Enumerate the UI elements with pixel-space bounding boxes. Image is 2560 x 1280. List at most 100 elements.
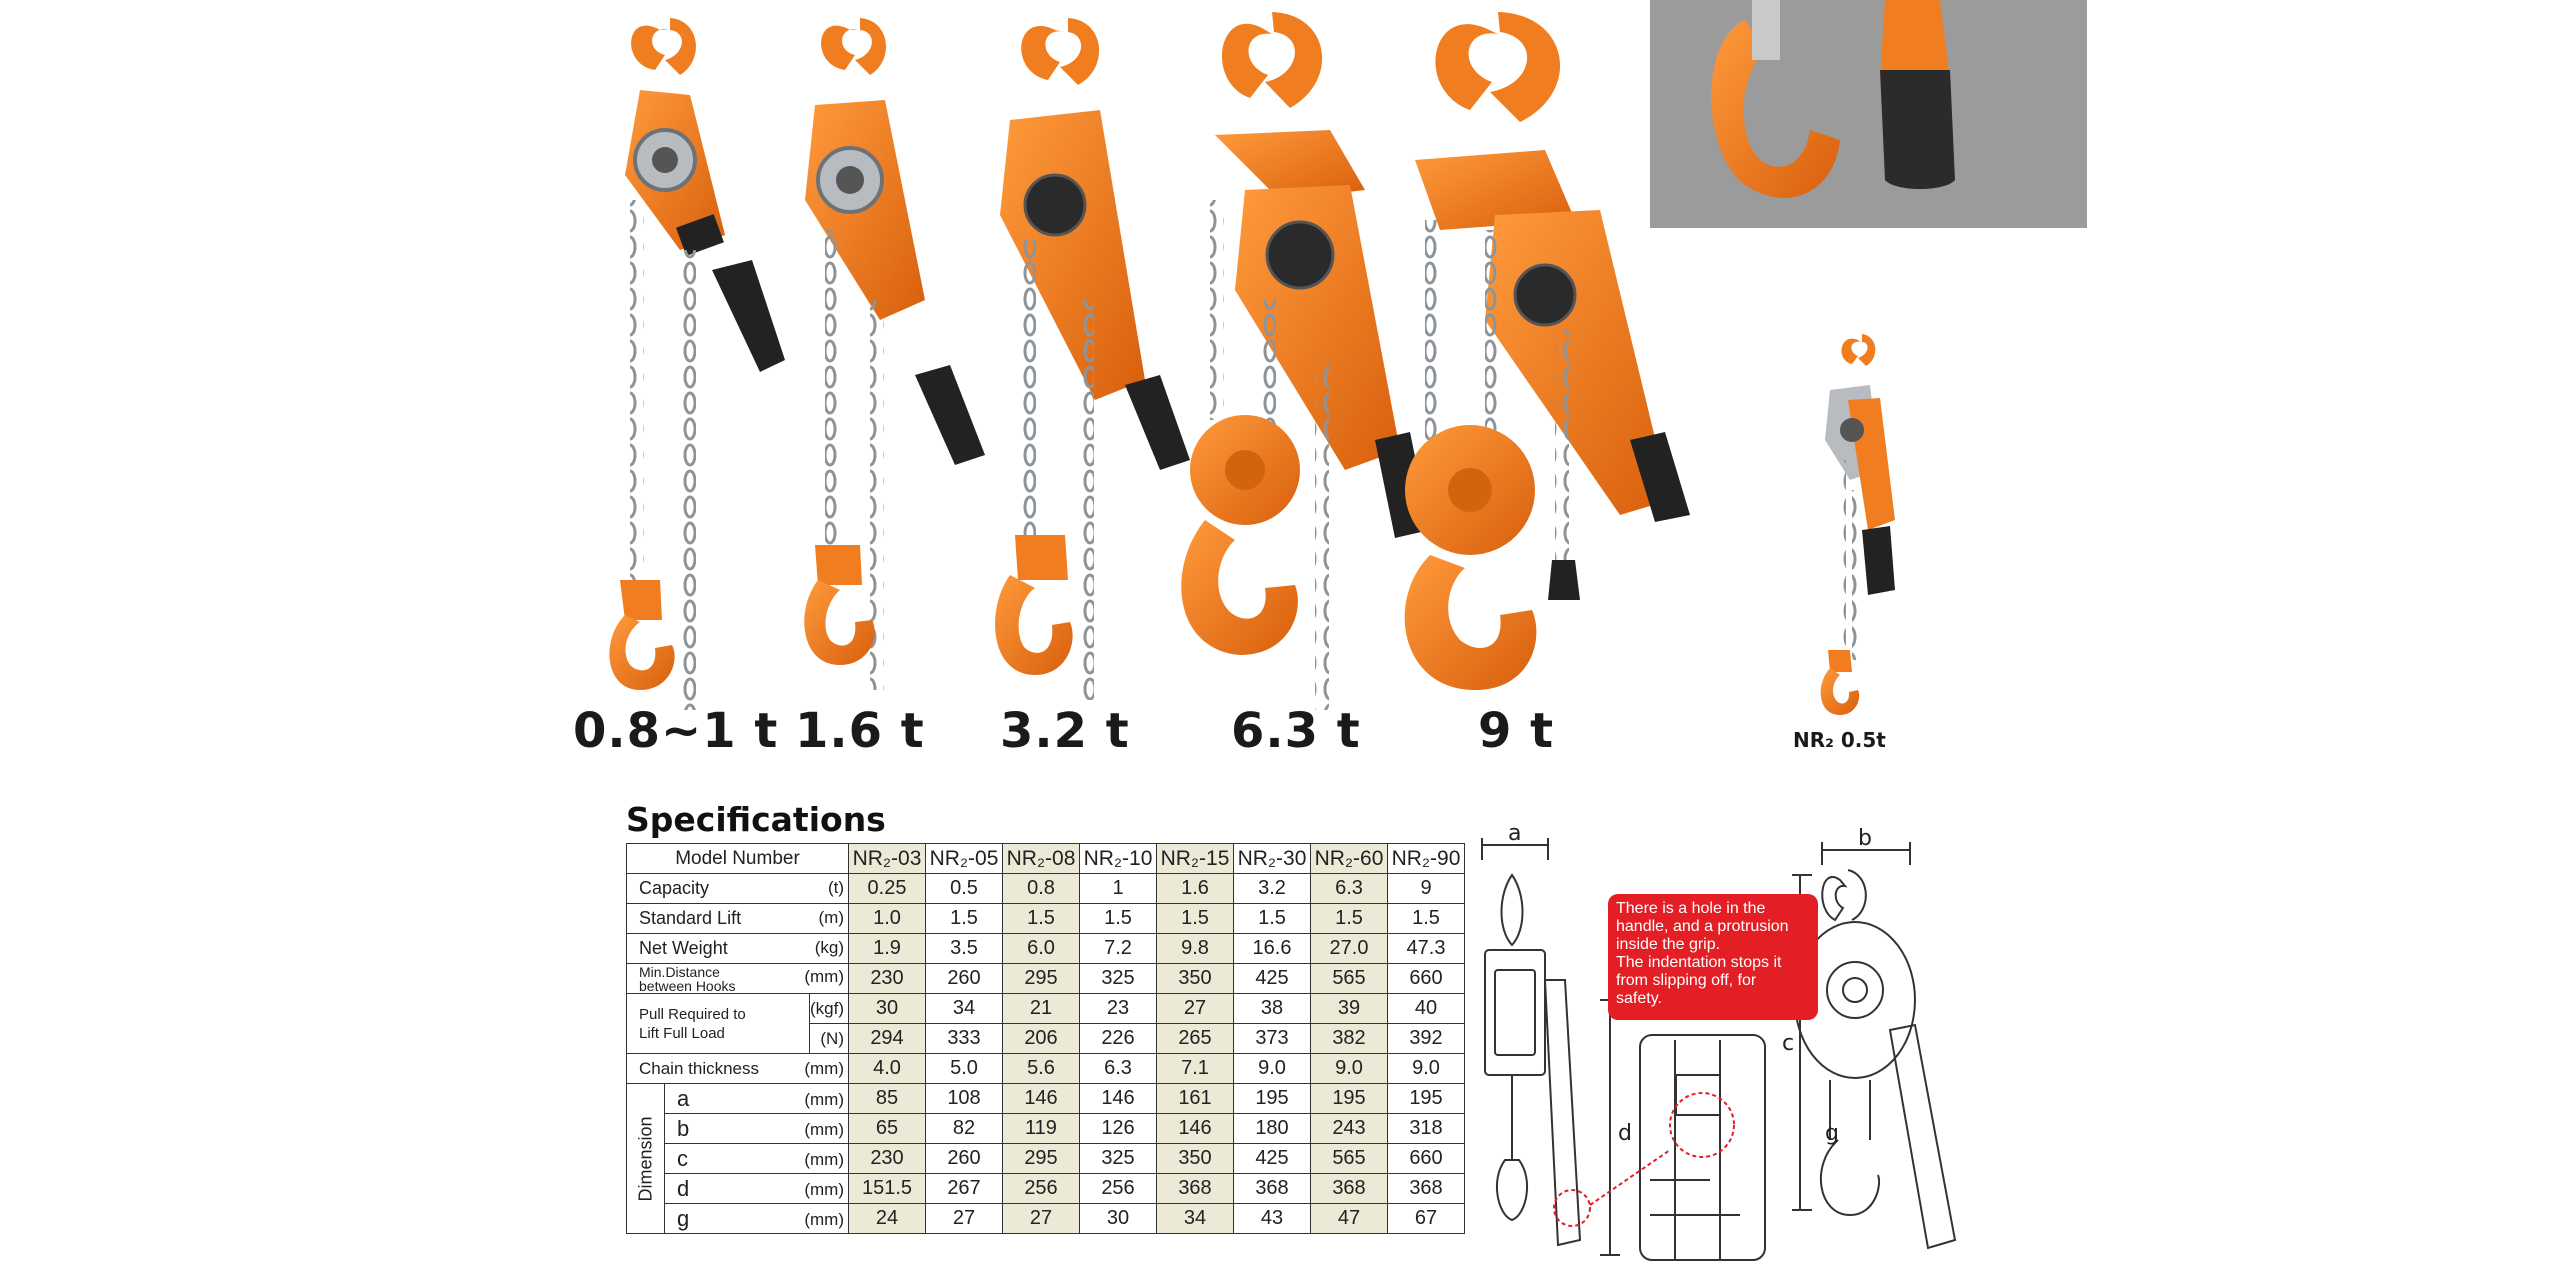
row-label-standard-lift: Standard Lift(m) bbox=[626, 903, 849, 934]
table-cell: 27 bbox=[925, 1203, 1003, 1234]
table-cell: 5.0 bbox=[925, 1053, 1003, 1084]
diagram-label-c: c bbox=[1782, 1031, 1794, 1056]
model-cell: NR₂-03 bbox=[848, 843, 926, 874]
dim-label-g: g(mm) bbox=[664, 1203, 849, 1234]
table-row-dim-c: c(mm) 230 260 295 325 350 425 565 660 bbox=[627, 1143, 1465, 1174]
side-top-hook bbox=[1500, 873, 1524, 947]
table-cell: 16.6 bbox=[1233, 933, 1311, 964]
table-row-model: Model Number NR₂-03 NR₂-05 NR₂-08 NR₂-10… bbox=[626, 843, 1465, 874]
table-cell: 295 bbox=[1002, 1143, 1080, 1174]
model-cell: NR₂-30 bbox=[1233, 843, 1311, 874]
table-cell: 382 bbox=[1310, 1023, 1388, 1054]
dimension-drawing: a b c d g bbox=[1481, 821, 1957, 1261]
model-number-header: Model Number bbox=[626, 843, 849, 874]
dimension-header: Dimension bbox=[626, 1083, 665, 1234]
model-cell: NR₂-15 bbox=[1156, 843, 1234, 874]
callout-line: There is a hole in the bbox=[1616, 900, 1766, 917]
table-cell: 7.2 bbox=[1079, 933, 1157, 964]
table-cell: 27.0 bbox=[1310, 933, 1388, 964]
table-cell: 368 bbox=[1310, 1173, 1388, 1204]
product-photo-strip bbox=[609, 0, 2087, 715]
table-cell: 1.5 bbox=[1387, 903, 1465, 934]
diagram-label-b: b bbox=[1858, 826, 1872, 851]
table-cell: 47.3 bbox=[1387, 933, 1465, 964]
table-row-chain-thickness: Chain thickness(mm) 4.0 5.0 5.6 6.3 7.1 … bbox=[626, 1053, 1465, 1084]
dim-label-d: d(mm) bbox=[664, 1173, 849, 1204]
table-cell: 294 bbox=[848, 1023, 926, 1054]
table-cell: 43 bbox=[1233, 1203, 1311, 1234]
small-model-label: NR₂ 0.5t bbox=[1793, 728, 1886, 752]
callout-line: from slipping off, for bbox=[1616, 972, 1757, 989]
callout-line: The indentation stops it bbox=[1616, 954, 1782, 971]
row-label-net-weight: Net Weight(kg) bbox=[626, 933, 849, 964]
table-cell: 1.5 bbox=[1156, 903, 1234, 934]
capacity-label-9t: 9 t bbox=[1478, 703, 1555, 759]
table-cell: 333 bbox=[925, 1023, 1003, 1054]
table-cell: 23 bbox=[1079, 993, 1157, 1024]
table-row-dim-b: b(mm) 65 82 119 126 146 180 243 318 bbox=[627, 1113, 1465, 1144]
table-cell: 65 bbox=[848, 1113, 926, 1144]
table-cell: 21 bbox=[1002, 993, 1080, 1024]
table-cell: 350 bbox=[1156, 1143, 1234, 1174]
hoist-1-6t-photo bbox=[804, 18, 985, 690]
diagram-label-g: g bbox=[1825, 1121, 1839, 1146]
table-cell: 265 bbox=[1156, 1023, 1234, 1054]
specifications-title: Specifications bbox=[626, 800, 886, 839]
table-cell: 6.3 bbox=[1079, 1053, 1157, 1084]
table-cell: 1.5 bbox=[1002, 903, 1080, 934]
hoist-6-3t-photo bbox=[1181, 12, 1430, 710]
unit-kgf: (kgf) bbox=[809, 993, 849, 1024]
table-cell: 1 bbox=[1079, 873, 1157, 904]
table-cell: 146 bbox=[1079, 1083, 1157, 1114]
dim-label-a: a(mm) bbox=[664, 1083, 849, 1114]
model-cell: NR₂-10 bbox=[1079, 843, 1157, 874]
table-row-dim-d: d(mm) 151.5 267 256 256 368 368 368 368 bbox=[627, 1173, 1465, 1204]
hoist-0-5t-photo bbox=[1820, 334, 1895, 715]
hoist-3-2t-photo bbox=[995, 18, 1190, 700]
table-cell: 1.5 bbox=[1310, 903, 1388, 934]
table-row-standard-lift: Standard Lift(m) 1.0 1.5 1.5 1.5 1.5 1.5… bbox=[626, 903, 1465, 934]
model-cell: NR₂-05 bbox=[925, 843, 1003, 874]
table-cell: 195 bbox=[1310, 1083, 1388, 1114]
table-cell: 3.5 bbox=[925, 933, 1003, 964]
table-cell: 161 bbox=[1156, 1083, 1234, 1114]
closeup-inset-photo bbox=[1650, 0, 2087, 228]
model-cell: NR₂-08 bbox=[1002, 843, 1080, 874]
table-cell: 243 bbox=[1310, 1113, 1388, 1144]
table-row-dim-g: g(mm) 24 27 27 30 34 43 47 67 bbox=[627, 1203, 1465, 1234]
table-cell: 1.6 bbox=[1156, 873, 1234, 904]
table-cell: 267 bbox=[925, 1173, 1003, 1204]
table-cell: 1.0 bbox=[848, 903, 926, 934]
diagram-label-a: a bbox=[1508, 821, 1521, 846]
hoist-1t-photo bbox=[609, 18, 785, 710]
table-cell: 425 bbox=[1233, 963, 1311, 994]
table-cell: 0.5 bbox=[925, 873, 1003, 904]
safety-callout: There is a hole in the handle, and a pro… bbox=[1608, 894, 1818, 1020]
table-cell: 1.9 bbox=[848, 933, 926, 964]
row-label-capacity: Capacity(t) bbox=[626, 873, 849, 904]
table-cell: 85 bbox=[848, 1083, 926, 1114]
table-row-capacity: Capacity(t) 0.25 0.5 0.8 1 1.6 3.2 6.3 9 bbox=[626, 873, 1465, 904]
table-cell: 1.5 bbox=[925, 903, 1003, 934]
table-cell: 256 bbox=[1002, 1173, 1080, 1204]
unit-n: (N) bbox=[809, 1023, 849, 1054]
callout-line: handle, and a protrusion bbox=[1616, 918, 1789, 935]
table-cell: 565 bbox=[1310, 963, 1388, 994]
table-cell: 146 bbox=[1156, 1113, 1234, 1144]
table-cell: 30 bbox=[848, 993, 926, 1024]
table-cell: 24 bbox=[848, 1203, 926, 1234]
table-cell: 3.2 bbox=[1233, 873, 1311, 904]
table-cell: 325 bbox=[1079, 963, 1157, 994]
table-cell: 260 bbox=[925, 963, 1003, 994]
table-cell: 40 bbox=[1387, 993, 1465, 1024]
table-cell: 34 bbox=[925, 993, 1003, 1024]
table-cell: 256 bbox=[1079, 1173, 1157, 1204]
table-cell: 119 bbox=[1002, 1113, 1080, 1144]
table-cell: 6.0 bbox=[1002, 933, 1080, 964]
table-cell: 9.8 bbox=[1156, 933, 1234, 964]
table-cell: 34 bbox=[1156, 1203, 1234, 1234]
table-cell: 325 bbox=[1079, 1143, 1157, 1174]
table-cell: 0.25 bbox=[848, 873, 926, 904]
